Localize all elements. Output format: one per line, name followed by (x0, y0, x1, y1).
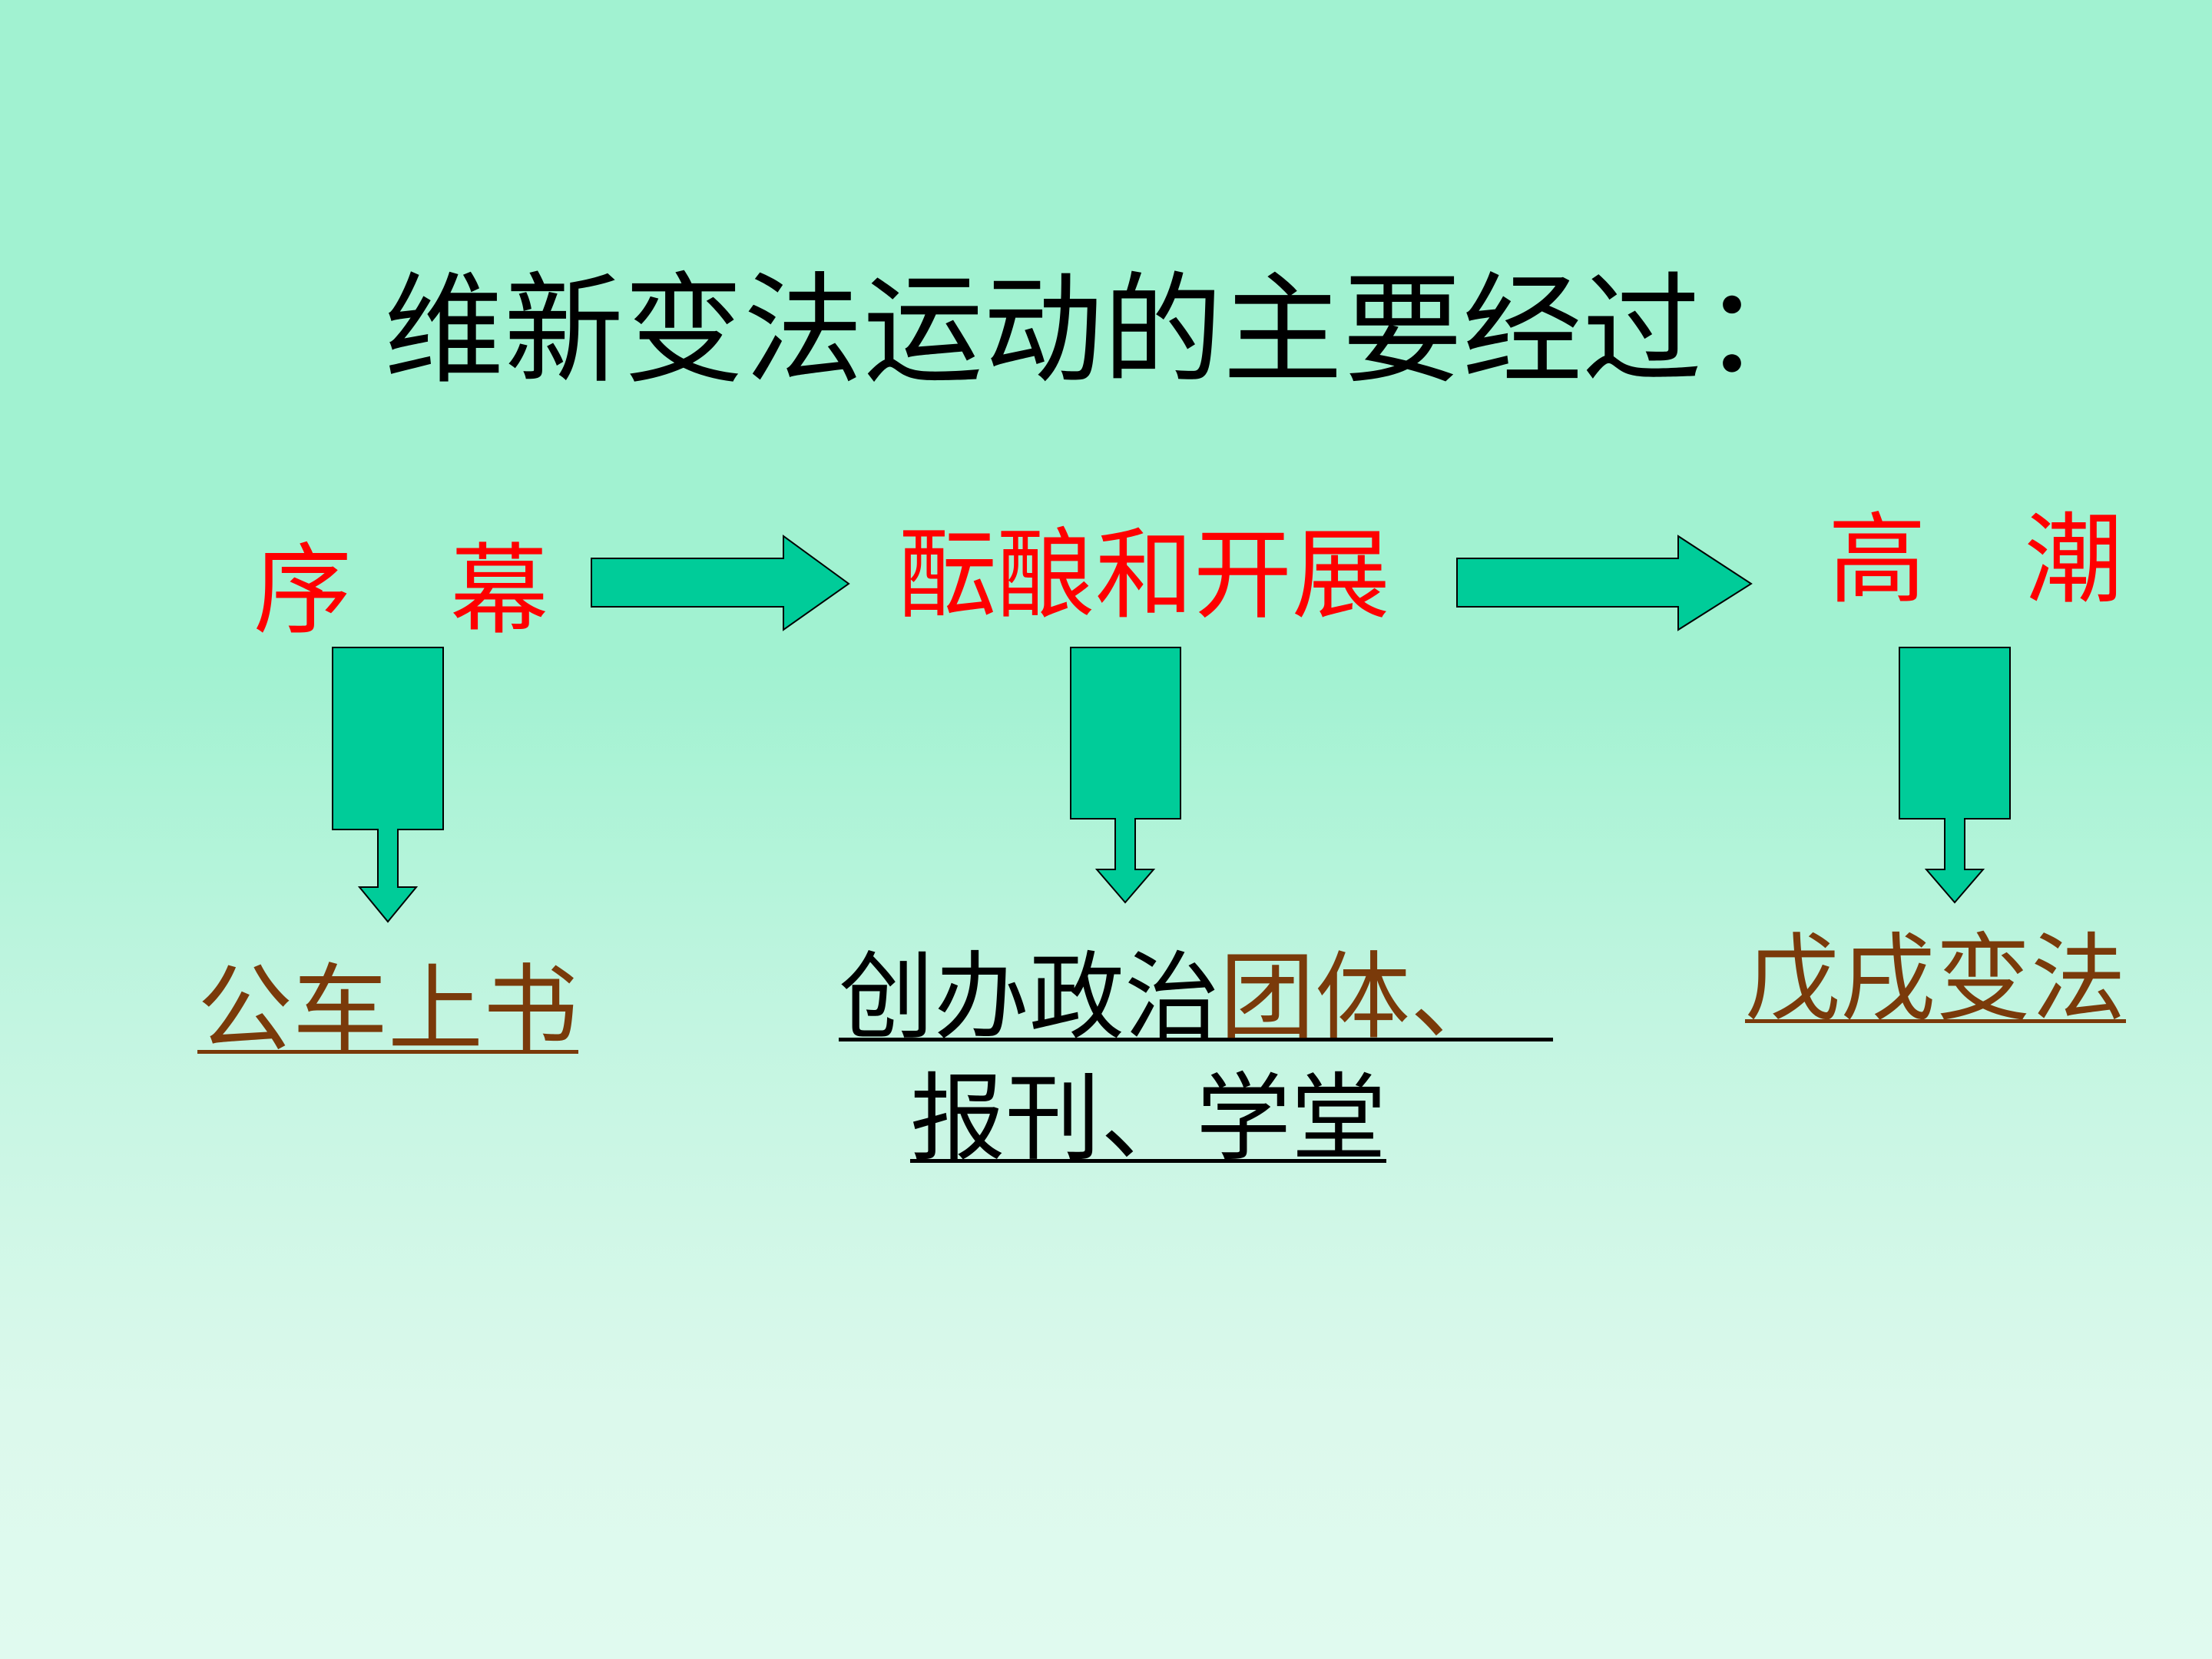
result-development-line-1: 创办政治团体、 (799, 937, 1498, 1058)
result-development-link[interactable]: 团体、 (1220, 942, 1459, 1053)
down-arrow-2 (1070, 647, 1181, 904)
stage-prologue: 序 幕 (253, 534, 549, 648)
result-climax-link[interactable]: 戊戌变法 (1744, 924, 2126, 1035)
result-development-line-2: 报刊、学堂 (909, 1064, 1386, 1174)
result-development-line-2-wrap: 报刊、学堂 (799, 1058, 1498, 1180)
down-arrow-3 (1899, 647, 2011, 904)
result-prologue-link[interactable]: 公车上书 (197, 955, 578, 1065)
stage-development: 酝酿和开展 (898, 518, 1390, 633)
stage-climax: 高 潮 (1828, 503, 2124, 618)
result-development-text-1: 创办政治 (838, 942, 1220, 1053)
result-development: 创办政治团体、 报刊、学堂 (799, 937, 1498, 1180)
right-arrow-1 (591, 535, 850, 631)
down-arrow-1 (332, 647, 444, 923)
right-arrow-2 (1456, 535, 1753, 631)
slide-title: 维新变法运动的主要经过： (384, 260, 1822, 400)
